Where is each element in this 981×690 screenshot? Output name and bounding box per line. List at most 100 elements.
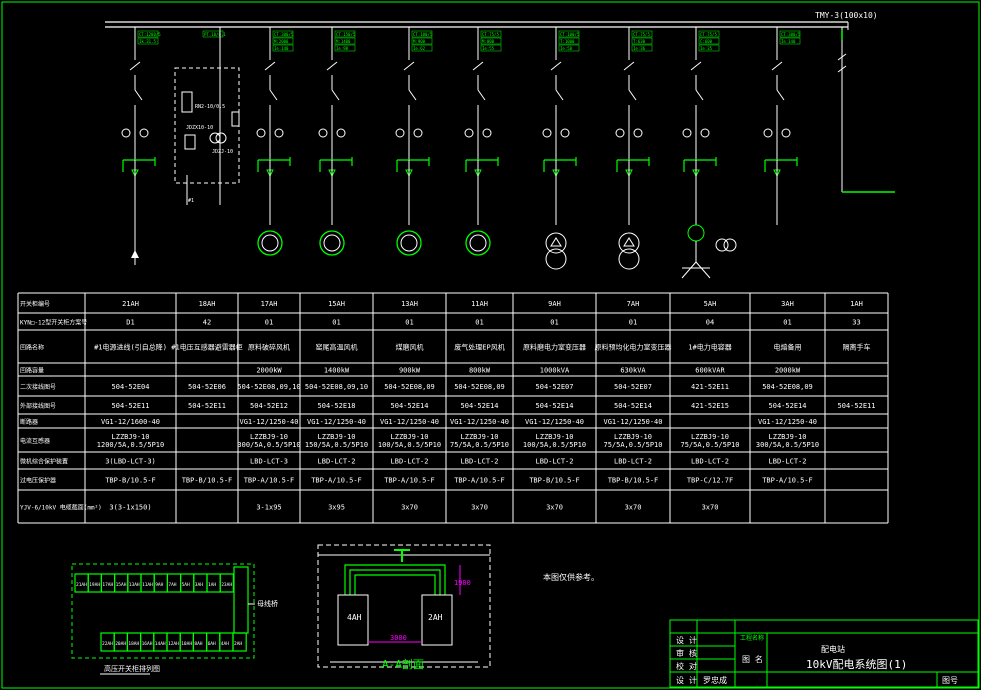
- feeder-tag-box: [202, 30, 224, 38]
- feeder-tag: M:2000: [274, 39, 289, 44]
- table-cell: TBP-C/12.7F: [687, 477, 733, 485]
- section-left-cabinet: 4AH: [347, 613, 362, 622]
- table-cell: 7AH: [627, 300, 640, 308]
- tb-label-review: 审 核: [676, 648, 697, 658]
- table-cell: TBP-A/10.5-F: [244, 477, 295, 485]
- table-cell: LZZBJ9-10: [250, 433, 288, 441]
- table-cell: VG1-12/1250-40: [239, 418, 298, 426]
- plan-cabinet: 12AH: [168, 641, 179, 647]
- table-row-header: 微机综合保护装置: [20, 458, 68, 466]
- table-cell: VG1-12/1250-40: [307, 418, 366, 426]
- table-cell: LZZBJ9-10: [112, 433, 150, 441]
- table-cell: TBP-B/10.5-F: [529, 477, 580, 485]
- feeder-tag-box: [631, 37, 653, 45]
- table-cell: #1电压互感器避雷器柜: [171, 343, 242, 352]
- table-cell: 3(LBD-LCT-3): [105, 458, 156, 466]
- table-cell: 2000kW: [256, 367, 282, 375]
- table-cell: 421-52E15: [691, 402, 729, 410]
- table-cell: 75/5A,0.5/5P10: [450, 441, 509, 449]
- plan-cabinet: 17AH: [102, 582, 113, 588]
- table-cell: 原料磨电力室变压器: [523, 343, 586, 352]
- table-cell: 01: [475, 319, 483, 327]
- table-cell: LZZBJ9-10: [769, 433, 807, 441]
- table-cell: 75/5A,0.5/5P10: [680, 441, 739, 449]
- tb-label-project: 工程名称: [740, 634, 764, 642]
- plan-cabinet: 3AH: [195, 582, 203, 588]
- feeder-tag-box: [631, 30, 653, 38]
- tb-project-name: 配电站: [821, 644, 845, 654]
- feeder-tag: CT:75/5: [700, 32, 717, 37]
- feeder-tag: C:600: [700, 39, 713, 44]
- motor-symbol: [319, 230, 345, 256]
- table-cell: 3x70: [401, 504, 418, 512]
- table-cell: 504-52E08,09: [384, 383, 435, 391]
- note-text: 本图仅供参考。: [543, 572, 599, 582]
- table-cell: 504-52E18: [318, 402, 356, 410]
- feeder-tag-box: [558, 37, 580, 45]
- table-cell: LZZBJ9-10: [318, 433, 356, 441]
- feeder-tag: M:1400: [336, 39, 351, 44]
- feeder-tag: Ie:140: [781, 39, 796, 44]
- plan-cabinet: 18AH: [128, 641, 139, 647]
- plan-cabinet: 15AH: [116, 582, 127, 588]
- feeder-tag-box: [698, 44, 720, 52]
- tb-label-check: 校 对: [676, 661, 697, 671]
- feeder-21AH: CT:1200/5Ik:31.5: [121, 27, 161, 265]
- feeder-tag-box: [137, 37, 159, 45]
- table-cell: LZZBJ9-10: [691, 433, 729, 441]
- plan-cabinet: 21AH: [76, 582, 87, 588]
- table-cell: VG1-12/1250-40: [450, 418, 509, 426]
- table-cell: 3(3-1x150): [109, 504, 151, 512]
- table-cell: 504-52E14: [614, 402, 652, 410]
- tb-sheet-label: 图号: [942, 676, 958, 685]
- plan-cabinet: 14AH: [155, 641, 166, 647]
- table-cell: 3x70: [471, 504, 488, 512]
- table-cell: 窑尾高温风机: [316, 343, 358, 352]
- table-cell: 1#电力电容器: [688, 343, 731, 352]
- feeder-tag: CT:300/5: [274, 32, 294, 37]
- table-cell: 504-52E07: [536, 383, 574, 391]
- plan-busway-label: 母线桥: [257, 599, 278, 608]
- table-cell: 150/5A,0.5/5P10: [305, 441, 368, 449]
- table-cell: LBD-LCT-2: [691, 458, 729, 466]
- table-cell: 100/5A,0.5/5P10: [378, 441, 441, 449]
- table-cell: 废气处理EP风机: [454, 343, 504, 352]
- table-cell: 15AH: [328, 300, 345, 308]
- table-cell: 33: [852, 319, 860, 327]
- table-cell: TBP-B/10.5-F: [182, 477, 233, 485]
- table-cell: 42: [203, 319, 211, 327]
- table-cell: 1400kW: [324, 367, 350, 375]
- feeder-tag: CT:300/5: [781, 32, 801, 37]
- table-cell: 01: [550, 319, 558, 327]
- table-cell: LBD-LCT-2: [461, 458, 499, 466]
- table-cell: 504-52E14: [769, 402, 807, 410]
- table-cell: 421-52E11: [691, 383, 729, 391]
- table-cell: 1AH: [850, 300, 863, 308]
- table-cell: 3x70: [625, 504, 642, 512]
- feeder-tag: Ie:35: [700, 46, 713, 51]
- feeder-tag: Ie:98: [336, 46, 349, 51]
- table-cell: 1000kVA: [540, 367, 570, 375]
- table-cell: 煤磨风机: [396, 343, 424, 352]
- table-cell: 504-52E11: [838, 402, 876, 410]
- table-cell: 504-52E08,09: [454, 383, 505, 391]
- table-cell: 5AH: [704, 300, 717, 308]
- table-cell: LZZBJ9-10: [536, 433, 574, 441]
- table-cell: 3-1x95: [256, 504, 281, 512]
- plan-cabinet: 10AH: [181, 641, 192, 647]
- feeder-columns: CT:1200/5Ik:31.5PT:10/0.1#1RN2-10/0.5JDZ…: [121, 27, 801, 279]
- feeder-tag-box: [137, 30, 159, 38]
- table-cell: TBP-B/10.5-F: [608, 477, 659, 485]
- table-cell: LBD-LCT-2: [391, 458, 429, 466]
- table-cell: 504-52E07: [614, 383, 652, 391]
- table-cell: 504-52E08,09,10: [237, 383, 300, 391]
- table-cell: 隔离手车: [843, 343, 871, 352]
- plan-cabinet: 7AH: [168, 582, 176, 588]
- plan-cabinet: 5AH: [182, 582, 190, 588]
- feeder-tag-box: [480, 44, 502, 52]
- feeder-tag-box: [411, 37, 433, 45]
